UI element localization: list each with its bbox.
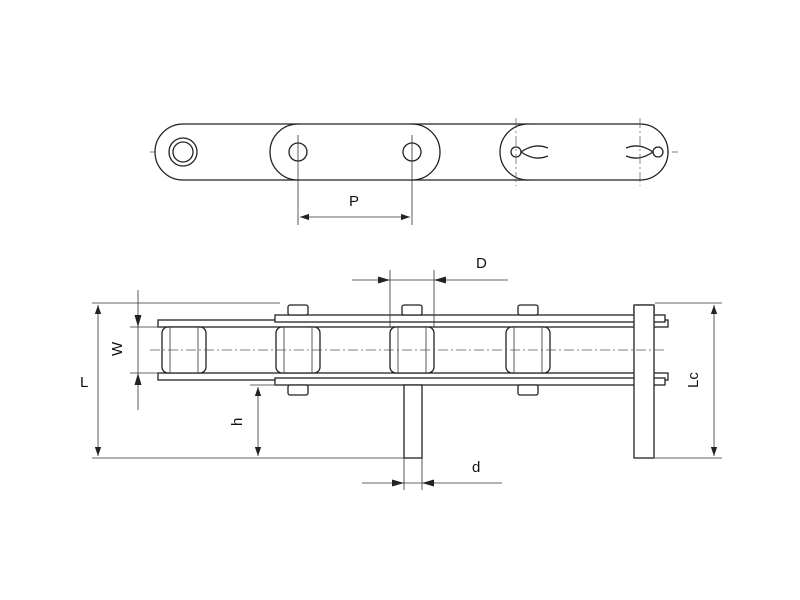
inner-width-arrow-bottom — [134, 373, 142, 385]
pin-diameter-arrow-left — [392, 479, 404, 487]
chain-top-view: P — [150, 118, 678, 225]
inner-plate-right — [499, 123, 669, 181]
extended-pin-length-label: Lc — [685, 372, 702, 388]
roller-diameter-label: D — [476, 255, 487, 272]
inner-width-arrow-top — [134, 315, 142, 327]
extended-pin-middle — [403, 384, 423, 459]
chain-front-view: L W h Lc D d — [80, 255, 722, 490]
pitch-label: P — [349, 193, 359, 210]
roller-diameter-arrow-left — [378, 276, 390, 284]
roller-diameter-arrow-right — [434, 276, 446, 284]
extended-pin-end — [633, 304, 655, 459]
extension-height-label: h — [229, 418, 246, 426]
overall-length-label: L — [80, 374, 88, 391]
inner-plate-middle — [269, 123, 441, 181]
bottom-inner-plate — [274, 377, 666, 386]
pin-diameter-arrow-right — [422, 479, 434, 487]
top-inner-plate — [274, 314, 666, 323]
inner-width-label: W — [109, 341, 126, 356]
pin-diameter-label: d — [472, 459, 480, 476]
cotter-pin-left — [520, 145, 549, 159]
bushing-outer-circle — [168, 137, 198, 167]
bushing-inner-circle — [172, 141, 194, 163]
